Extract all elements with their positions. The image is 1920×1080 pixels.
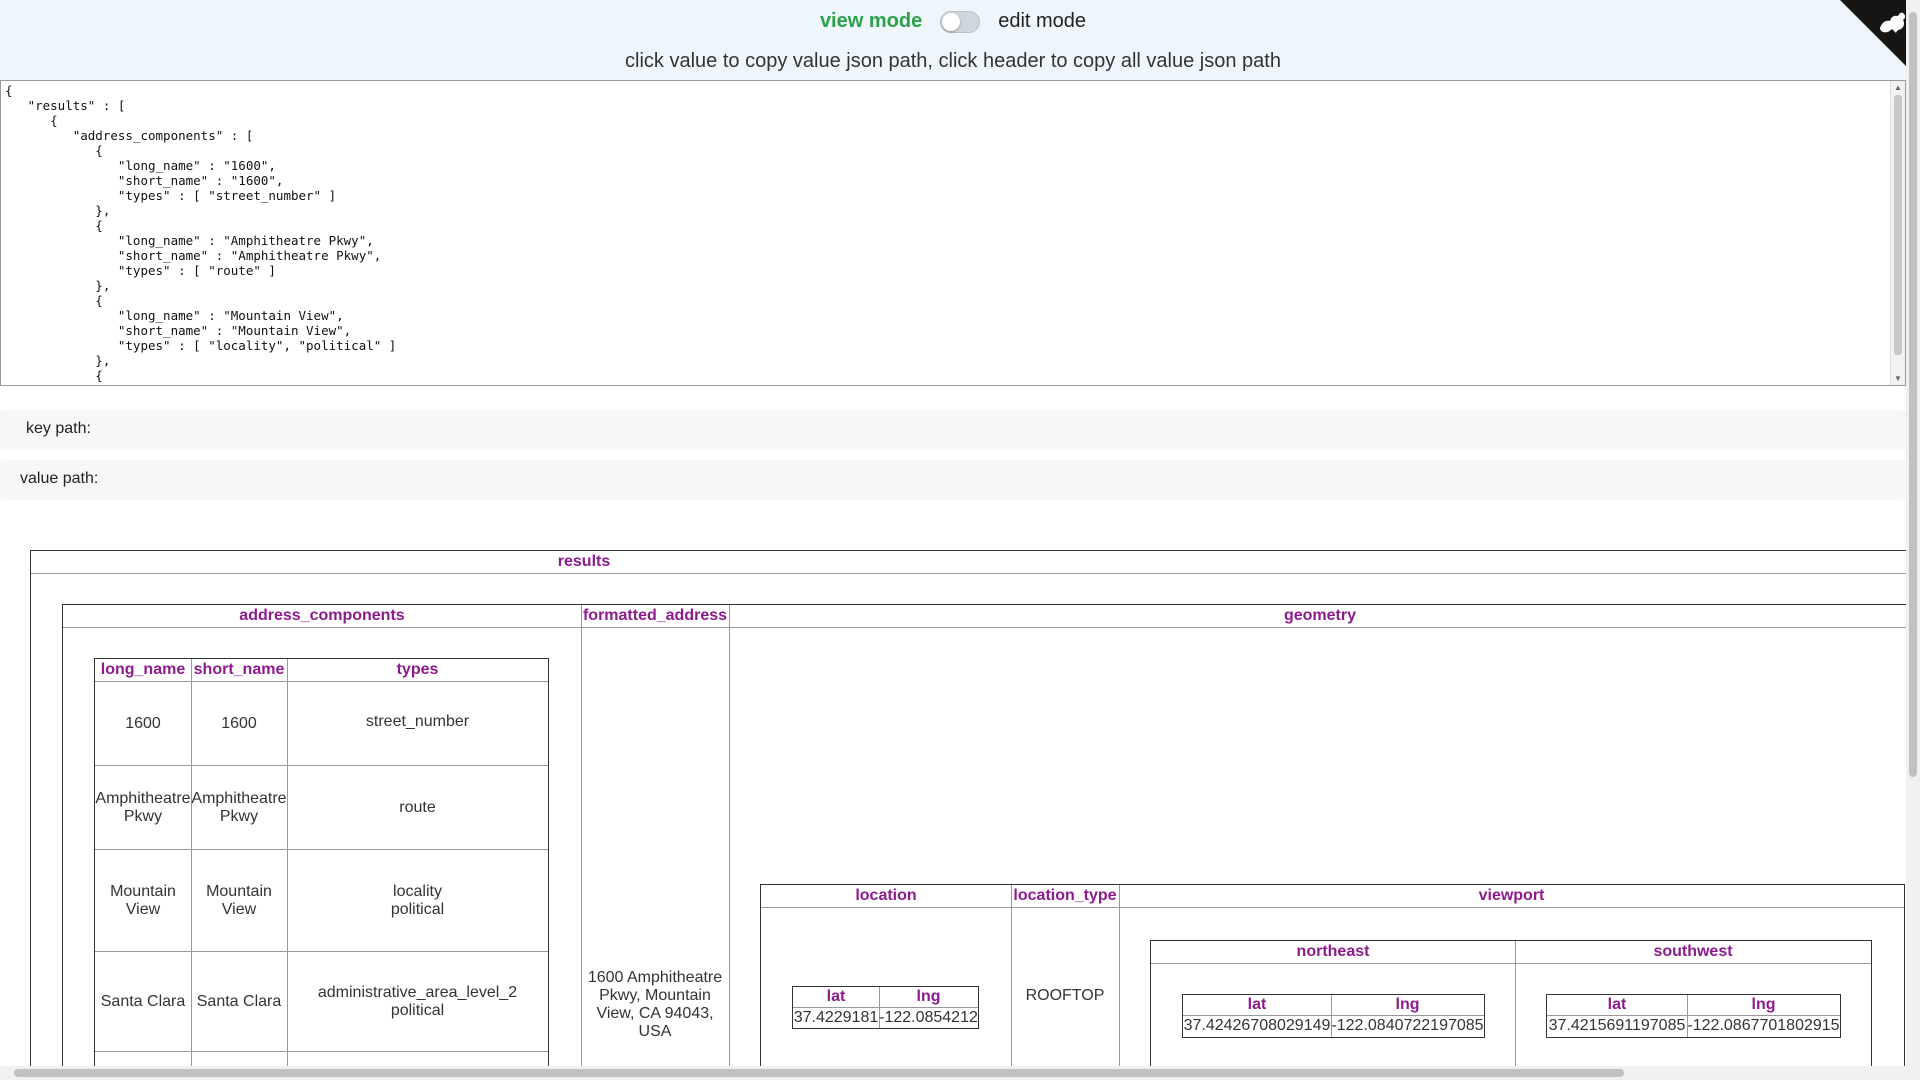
northeast-lat-value[interactable]: 37.42426708029149	[1183, 1017, 1331, 1034]
ac-header-divider	[95, 681, 548, 682]
geo-col-divider-2	[1119, 885, 1120, 1071]
northeast-col-divider	[1331, 995, 1332, 1037]
json-scrollbar[interactable]: ▲ ▼	[1890, 81, 1905, 385]
types-header[interactable]: types	[396, 661, 439, 678]
row-divider-4	[95, 1051, 548, 1052]
geometry-header[interactable]: geometry	[1283, 607, 1357, 624]
edit-mode-label[interactable]: edit mode	[998, 10, 1087, 32]
location-lat-value[interactable]: 37.4229181	[793, 1009, 879, 1026]
viewport-table: northeast southwest	[1150, 940, 1872, 1071]
row3-short-name[interactable]: Mountain View	[206, 882, 272, 918]
json-scroll-thumb[interactable]	[1894, 95, 1902, 355]
mode-toggle[interactable]	[940, 10, 981, 33]
southwest-lng-value[interactable]: -122.0867701802915	[1687, 1017, 1840, 1034]
location-lng-header[interactable]: lng	[916, 988, 941, 1005]
northeast-table: lat lng 37.42426708029149 -122.084072219…	[1182, 994, 1485, 1038]
viewport-header-divider	[1151, 963, 1871, 964]
formatted-address-header[interactable]: formatted_address	[582, 607, 728, 624]
ac-col-divider-2	[287, 659, 288, 1071]
location-header-divider	[793, 1007, 978, 1008]
row-divider-3	[95, 951, 548, 952]
southwest-col-divider	[1687, 995, 1688, 1037]
instruction-hint: click value to copy value json path, cli…	[625, 50, 1281, 72]
ac-col-divider-1	[191, 659, 192, 1071]
viewport-col-divider	[1515, 941, 1516, 1071]
page-horizontal-scroll-thumb[interactable]	[14, 1069, 1624, 1077]
json-editor[interactable]: { "results" : [ { "address_components" :…	[0, 80, 1906, 386]
long-name-header[interactable]: long_name	[100, 661, 186, 678]
geometry-header-divider	[761, 907, 1904, 908]
row1-long-name[interactable]: 1600	[125, 714, 161, 732]
row4-long-name[interactable]: Santa Clara	[100, 992, 186, 1010]
location-type-header[interactable]: location_type	[1013, 887, 1117, 904]
northeast-lat-header[interactable]: lat	[1247, 996, 1267, 1013]
row1-short-name[interactable]: 1600	[221, 714, 257, 732]
southwest-header-divider	[1547, 1015, 1840, 1016]
scroll-up-icon[interactable]: ▲	[1894, 83, 1902, 92]
toggle-knob	[942, 12, 961, 31]
mode-switch-row: view mode edit mode	[0, 10, 1906, 33]
southwest-header[interactable]: southwest	[1653, 943, 1733, 960]
page-horizontal-scrollbar[interactable]	[0, 1066, 1920, 1080]
value-path-label: value path:	[20, 470, 99, 487]
viewport-header[interactable]: viewport	[1478, 887, 1545, 904]
northeast-header-divider	[1183, 1015, 1484, 1016]
row2-long-name[interactable]: Amphitheatre Pkwy	[95, 789, 191, 825]
json-text[interactable]: { "results" : [ { "address_components" :…	[5, 83, 397, 385]
row-divider-1	[95, 765, 548, 766]
geo-col-divider-1	[1011, 885, 1012, 1071]
results-header-divider	[31, 573, 1911, 574]
location-lat-header[interactable]: lat	[826, 988, 846, 1005]
page-vertical-scrollbar[interactable]	[1906, 0, 1920, 1066]
top-bar: view mode edit mode click value to copy …	[0, 0, 1920, 80]
row2-types[interactable]: route	[399, 798, 436, 816]
view-mode-label[interactable]: view mode	[819, 10, 923, 32]
page-vertical-scroll-thumb[interactable]	[1909, 12, 1917, 777]
southwest-lng-header[interactable]: lng	[1751, 996, 1776, 1013]
row1-types[interactable]: street_number	[365, 713, 470, 730]
southwest-lat-value[interactable]: 37.4215691197085	[1548, 1017, 1686, 1034]
northeast-lng-value[interactable]: -122.0840722197085	[1331, 1017, 1484, 1034]
row3-long-name[interactable]: Mountain View	[110, 882, 176, 918]
short-name-header[interactable]: short_name	[193, 661, 285, 678]
northeast-header[interactable]: northeast	[1296, 943, 1370, 960]
col-divider-1	[581, 605, 582, 1071]
object-header-divider	[63, 627, 1911, 628]
formatted-address-value[interactable]: 1600 Amphitheatre Pkwy, Mountain View, C…	[587, 969, 723, 1040]
github-octocat-icon	[1880, 12, 1906, 34]
northeast-lng-header[interactable]: lng	[1395, 996, 1420, 1013]
value-path-bar: value path:	[0, 460, 1906, 498]
row4-short-name[interactable]: Santa Clara	[196, 992, 282, 1010]
southwest-table: lat lng 37.4215691197085 -122.0867701802…	[1546, 994, 1841, 1038]
location-header[interactable]: location	[855, 887, 917, 904]
address-components-table: long_name short_name types 1600 1600 str…	[94, 658, 549, 1071]
row2-short-name[interactable]: Amphitheatre Pkwy	[191, 789, 287, 825]
row4-types[interactable]: administrative_area_level_2 political	[317, 983, 518, 1019]
address-components-header[interactable]: address_components	[239, 607, 405, 624]
location-type-value[interactable]: ROOFTOP	[1025, 987, 1105, 1004]
location-lng-value[interactable]: -122.0854212	[879, 1009, 978, 1026]
location-table: lat lng 37.4229181 -122.0854212	[792, 986, 979, 1029]
southwest-lat-header[interactable]: lat	[1607, 996, 1627, 1013]
results-header[interactable]: results	[557, 553, 611, 570]
location-col-divider	[879, 987, 880, 1028]
scroll-down-icon[interactable]: ▼	[1894, 374, 1902, 383]
geometry-table: location location_type viewport ROOFTOP	[760, 884, 1905, 1071]
row3-types[interactable]: locality political	[390, 882, 445, 918]
result-object-table: address_components formatted_address geo…	[62, 604, 1911, 1071]
key-path-bar: key path:	[0, 410, 1906, 448]
col-divider-2	[729, 605, 730, 1071]
key-path-label: key path:	[26, 420, 91, 437]
row-divider-2	[95, 849, 548, 850]
results-table: results	[30, 550, 1911, 1070]
